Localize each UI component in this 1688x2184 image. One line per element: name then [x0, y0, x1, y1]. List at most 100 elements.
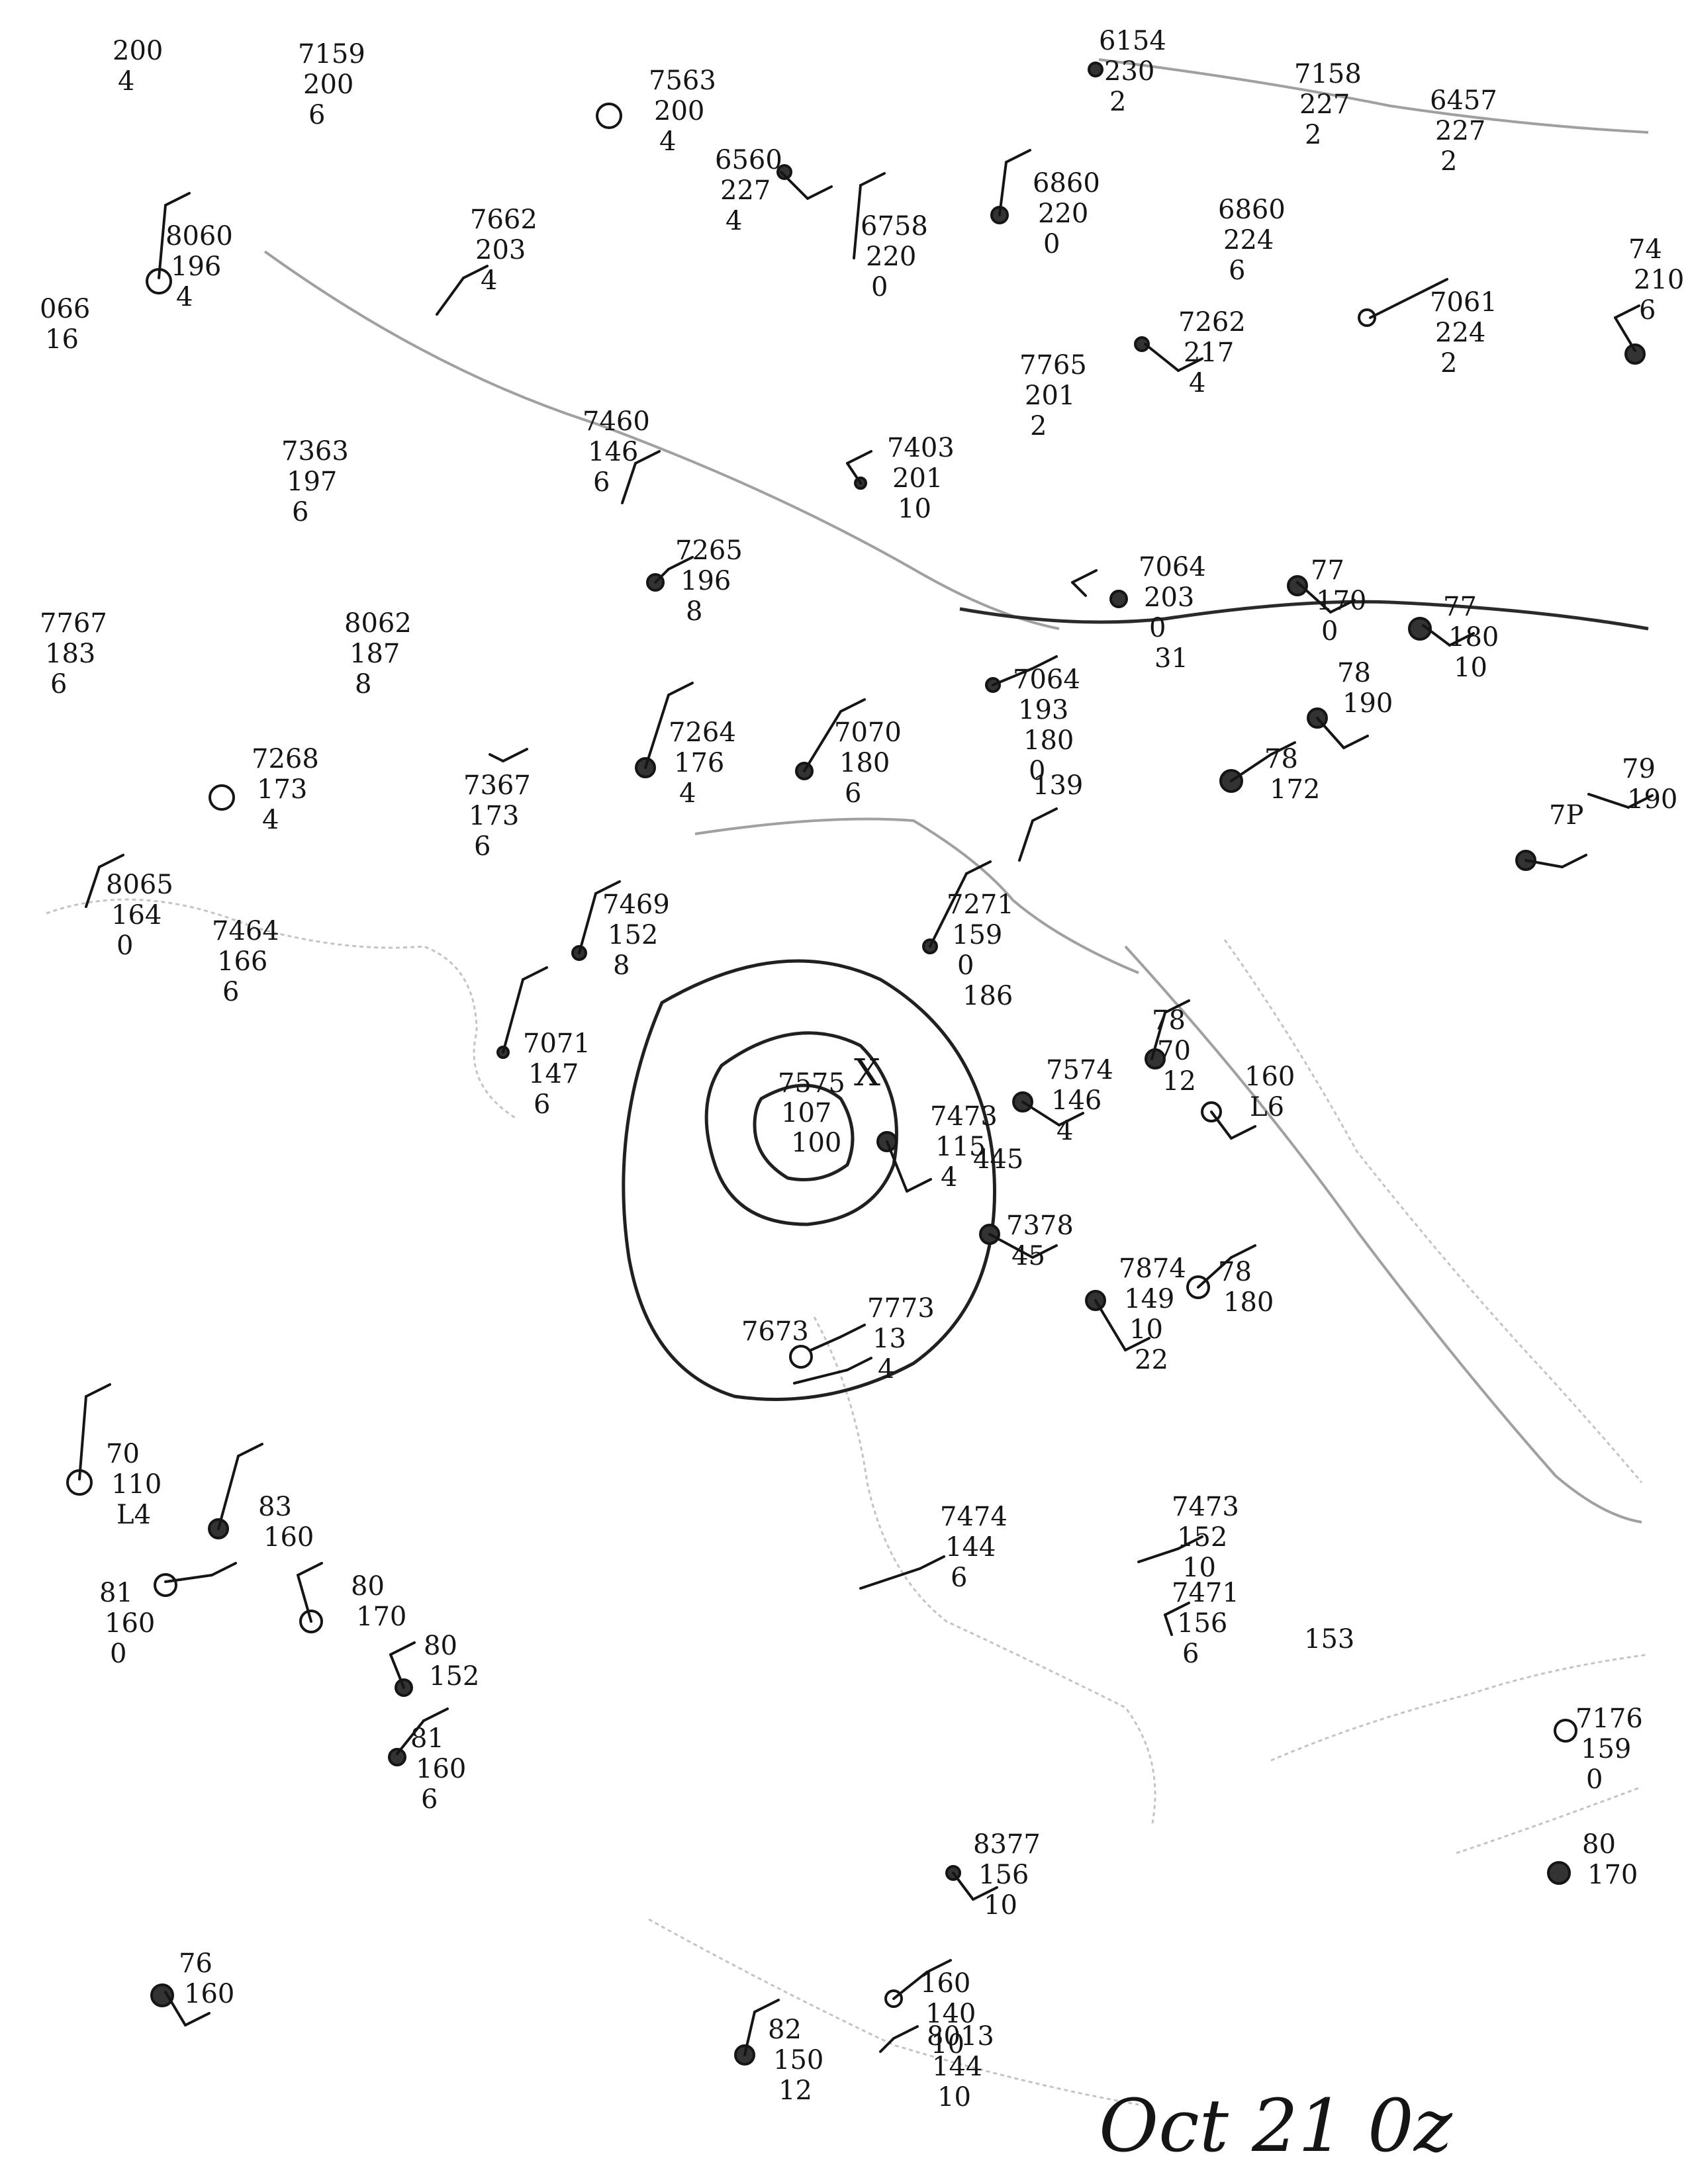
wind-barb-flag-icon: [1124, 1337, 1150, 1351]
wind-barb-flag-icon: [1177, 357, 1203, 372]
station-value: L6: [1250, 1092, 1284, 1122]
map-caption: Oct 21 0z: [1099, 2083, 1453, 2168]
station-value: 6: [292, 497, 308, 527]
wind-barb-icon: [644, 694, 670, 769]
wind-barb-flag-icon: [1270, 741, 1296, 756]
station-circle-icon: [1134, 336, 1150, 352]
wind-barb-flag-icon: [389, 1641, 416, 1656]
station-value: 156: [978, 1860, 1029, 1890]
station-value: 6560: [715, 145, 782, 175]
station-value: 180: [839, 748, 890, 778]
station-circle-icon: [154, 1573, 177, 1597]
wind-barb-icon: [1150, 1011, 1166, 1060]
station-value: 220: [1038, 199, 1088, 229]
station-value: 160: [184, 1979, 234, 2009]
station-value: 6: [421, 1784, 438, 1815]
station-value: 7265: [675, 535, 743, 566]
station-value: 7P: [1549, 800, 1583, 831]
center-line-1: 7575: [778, 1068, 845, 1099]
station-value: 10: [1182, 1553, 1216, 1583]
station-value: 445: [973, 1144, 1023, 1175]
station-value: 7268: [252, 744, 319, 774]
station-value: 170: [356, 1602, 406, 1632]
station-value: 8060: [165, 221, 233, 251]
station-value: 144: [945, 1532, 996, 1563]
station-value: 7574: [1046, 1055, 1113, 1085]
wind-barb-flag-icon: [1342, 735, 1369, 749]
station-value: 160: [920, 1968, 970, 1999]
wind-barb-icon: [297, 1574, 312, 1623]
wind-barb-icon: [396, 1719, 425, 1755]
wind-barb-flag-icon: [839, 698, 866, 713]
station-value: 172: [1270, 774, 1320, 805]
wind-barb-flag-icon: [164, 192, 191, 206]
wind-barb-icon: [489, 753, 504, 762]
wind-barb-icon: [1587, 793, 1630, 809]
station-value: 4: [941, 1162, 957, 1193]
wind-barb-flag-icon: [1005, 149, 1031, 163]
station-value: 7469: [602, 889, 670, 920]
wind-barb-flag-icon: [753, 1999, 780, 2013]
front-north: [263, 250, 1060, 630]
station-value: 7662: [470, 205, 538, 235]
station-value: 80: [1582, 1829, 1616, 1860]
station-value: 7673: [741, 1316, 809, 1347]
wind-barb-icon: [1144, 343, 1180, 372]
station-value: 4: [262, 805, 279, 835]
station-value: 76: [179, 1948, 212, 1979]
wind-barb-flag-icon: [462, 265, 489, 279]
wind-barb-icon: [578, 892, 597, 954]
station-value: 7071: [523, 1028, 590, 1059]
wind-barb-flag-icon: [237, 1443, 263, 1457]
station-value: 139: [1033, 770, 1083, 801]
wind-barb-icon: [389, 1653, 405, 1689]
station-value: 6: [308, 100, 325, 130]
station-value: 0: [957, 950, 974, 981]
station-value: 4: [481, 265, 497, 296]
station-value: 6: [534, 1089, 550, 1120]
station-circle-icon: [1547, 1861, 1571, 1885]
station-value: 4: [1056, 1116, 1073, 1146]
station-value: 166: [217, 946, 267, 977]
station-value: 7262: [1178, 307, 1246, 338]
station-value: 7464: [212, 916, 279, 946]
station-value: 152: [1177, 1522, 1227, 1553]
wind-barb-icon: [85, 866, 101, 908]
station-value: 6457: [1430, 85, 1497, 116]
station-value: 7473: [1172, 1492, 1239, 1522]
station-value: 197: [287, 467, 337, 497]
coastline-east: [1270, 1653, 1649, 1854]
station-value: 6860: [1033, 168, 1100, 199]
station-value: 6758: [861, 211, 928, 242]
station-value: 7473: [930, 1101, 998, 1132]
station-value: 227: [720, 175, 771, 206]
station-circle-icon: [1408, 617, 1432, 641]
wind-barb-flag-icon: [906, 1178, 932, 1193]
wind-barb-flag-icon: [1031, 1244, 1058, 1259]
coastline-gulf: [813, 1316, 1156, 1827]
wind-barb-flag-icon: [1422, 278, 1448, 293]
wind-barb-flag-icon: [1164, 999, 1190, 1014]
wind-barb-flag-icon: [1071, 569, 1098, 584]
station-circle-icon: [209, 784, 235, 811]
wind-barb-icon: [1137, 1547, 1180, 1563]
station-value: 6: [222, 977, 239, 1007]
wind-barb-icon: [1296, 581, 1332, 614]
wind-barb-flag-icon: [522, 966, 548, 981]
wind-barb-icon: [436, 277, 465, 316]
station-value: 8: [355, 669, 371, 700]
center-marker-icon: X: [854, 1052, 880, 1095]
wind-barb-icon: [846, 462, 862, 484]
